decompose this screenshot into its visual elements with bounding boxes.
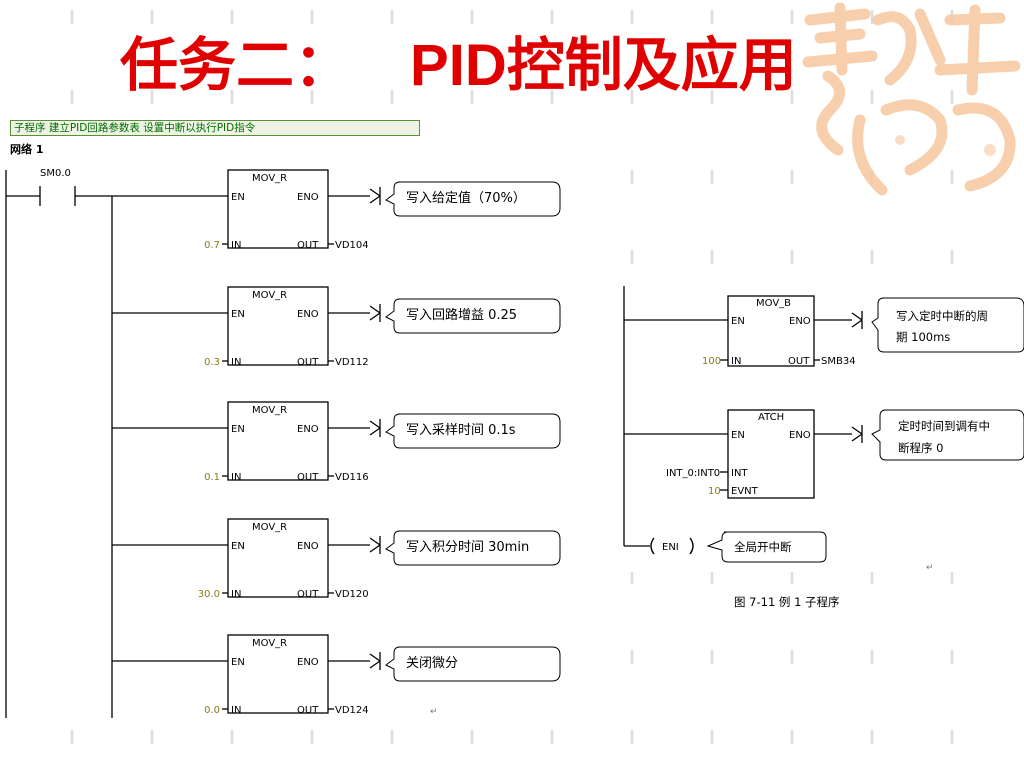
atch-title: ATCH [758,412,784,423]
movr-title: MOV_R [252,290,287,301]
comment-bubble [385,413,561,449]
contact-sm00: SM0.0 [40,168,71,179]
movr-eno: ENO [297,192,319,203]
movr-out-addr: VD116 [335,472,369,483]
movr-out-addr: VD124 [335,705,369,716]
movr-out-addr: VD104 [335,240,369,251]
rung-5: MOV_R EN ENO IN OUT 0.0 VD124 关闭微分 [112,634,561,716]
movb-in: IN [731,356,741,367]
movb-comment: 写入定时中断的周 期 100ms [871,297,1024,353]
calligraphy-decoration [802,2,1021,196]
return-mark: ↵ [926,563,934,573]
movr-eno: ENO [297,541,319,552]
movr-out-addr: VD112 [335,357,369,368]
eni-coil: ENI [650,537,694,555]
movr-in-value: 30.0 [198,589,220,600]
rung-4: MOV_R EN ENO IN OUT 30.0 VD120 写入积分时间 30min [112,518,561,600]
movb-out: OUT [788,356,810,367]
movr-eno: ENO [297,657,319,668]
movr-in-value: 0.0 [204,705,220,716]
eni-label: ENI [662,542,679,553]
movr-in-value: 0.3 [204,357,220,368]
contact-label: SM0.0 [40,168,71,179]
rung-comment: 写入回路增益 0.25 [406,307,517,323]
movr-in-value: 0.1 [204,472,220,483]
ladder-diagram-right: MOV_B EN ENO IN OUT 100 SMB34 写入定时中断的周 期… [623,286,1024,609]
comment-bubble [385,530,561,566]
movr-en: EN [231,541,245,552]
movr-en: EN [231,192,245,203]
atch-eno: ENO [789,430,811,441]
movr-out: OUT [297,357,319,368]
movr-in: IN [231,357,241,368]
movr-en: EN [231,657,245,668]
network-label: 网络 1 [10,143,44,156]
subroutine-header: 子程序 建立PID回路参数表 设置中断以执行PID指令 [10,120,420,136]
atch-evnt-value: 10 [708,486,721,497]
movr-out: OUT [297,240,319,251]
movb-comment-line1: 写入定时中断的周 [896,309,988,323]
movb-eno: ENO [789,316,811,327]
movb-in-value: 100 [702,356,721,367]
comment-bubble [385,181,561,217]
movr-title: MOV_R [252,522,287,533]
movr-in: IN [231,472,241,483]
rung-1: MOV_R EN ENO IN OUT 0.7 VD104 写入给定值（70%） [112,169,561,251]
movr-in: IN [231,240,241,251]
title-prefix: 任务二： [120,31,353,99]
movr-eno: ENO [297,424,319,435]
movr-out: OUT [297,705,319,716]
rung-2: MOV_R EN ENO IN OUT 0.3 VD112 写入回路增益 0.25 [112,286,561,368]
movr-title: MOV_R [252,638,287,649]
movr-en: EN [231,309,245,320]
atch-en: EN [731,430,745,441]
rung-3: MOV_R EN ENO IN OUT 0.1 VD116 写入采样时间 0.1s [112,401,561,483]
rung-comment: 关闭微分 [406,656,458,671]
comment-bubble [385,646,561,682]
figure-caption: 图 7-11 例 1 子程序 [734,595,840,609]
movr-eno: ENO [297,309,319,320]
atch-comment: 定时时间到调有中 断程序 0 [871,409,1024,461]
movr-in: IN [231,589,241,600]
slide-title: 任务二： PID控制及应用 [120,26,797,105]
movb-block: MOV_B EN ENO IN OUT 100 SMB34 [702,298,856,367]
rung-comment: 写入积分时间 30min [406,540,529,555]
movr-title: MOV_R [252,173,287,184]
title-suffix: 控制及应用 [506,31,797,99]
movb-comment-line2: 期 100ms [896,330,950,344]
atch-block: ATCH EN ENO INT EVNT INT_0:INT0 10 [666,412,811,497]
page-return-mark: ↵ [430,707,438,717]
movb-en: EN [731,316,745,327]
movr-title: MOV_R [252,405,287,416]
movr-en: EN [231,424,245,435]
atch-int: INT [731,468,748,479]
rung-comment: 写入采样时间 0.1s [406,423,516,438]
movb-out-addr: SMB34 [821,356,856,367]
eni-comment: 全局开中断 [706,531,827,563]
atch-evnt: EVNT [731,486,759,497]
atch-int-value: INT_0:INT0 [666,468,720,479]
rung-comment: 写入给定值（70%） [406,190,526,206]
movb-title: MOV_B [756,298,791,309]
movr-out: OUT [297,472,319,483]
comment-bubble [385,298,561,334]
movr-in: IN [231,705,241,716]
atch-comment-line1: 定时时间到调有中 [898,419,990,433]
eni-comment-text: 全局开中断 [734,540,792,554]
movr-in-value: 0.7 [204,240,220,251]
title-pid: PID [410,33,507,98]
svg-text:↵: ↵ [430,707,438,717]
atch-comment-line2: 断程序 0 [898,441,943,455]
movr-out-addr: VD120 [335,589,369,600]
movr-out: OUT [297,589,319,600]
